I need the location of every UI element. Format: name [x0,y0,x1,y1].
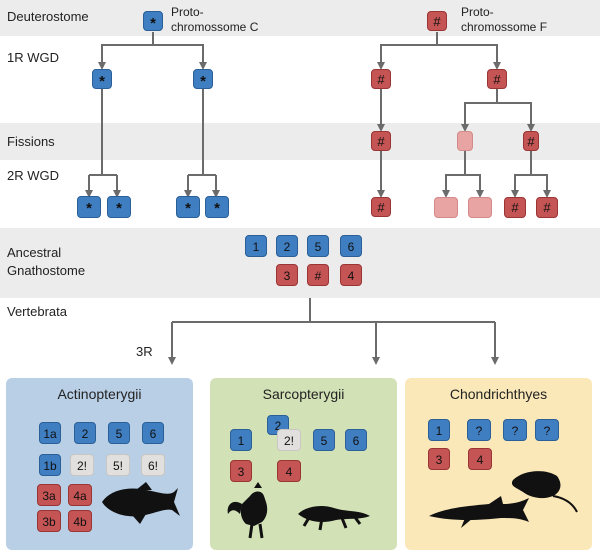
chondr-box-4: 4 [468,448,492,470]
proto-f-label-1: Proto- [461,5,494,19]
c-1r-box-right: * [193,69,213,90]
actinopterygii-title: Actinopterygii [57,386,142,402]
ancestral-box-1: 1 [245,235,267,257]
ancestral-box-hash: # [307,264,329,286]
chondr-box-1: 1 [428,419,450,441]
fissions-band [0,123,600,160]
c-2r-box-2: * [107,196,131,218]
label-1r-wgd: 1R WGD [7,50,59,65]
ancestral-box-6: 6 [340,235,362,257]
actino-box-6-excl: 6! [141,454,165,476]
proto-f-label-2: chromossome F [461,20,548,34]
f-2r-box-pink-1 [434,197,458,218]
chondr-box-3: 3 [428,448,450,470]
chondr-box-q3: ? [535,419,559,441]
label-gnathostome: Gnathostome [7,263,86,278]
f-2r-box-1: # [371,197,391,217]
f-fission-box-pink [457,131,473,151]
deuterostome-band [0,0,600,36]
sarco-box-2-excl: 2! [277,429,301,451]
ancestral-box-2: 2 [276,235,298,257]
label-vertebrata: Vertebrata [7,304,67,319]
label-ancestral: Ancestral [7,245,62,260]
sarcopterygii-panel: Sarcopterygii 1 2 2! 5 6 3 4 [210,378,397,550]
c-2r-box-3: * [176,196,200,218]
ancestral-box-5: 5 [307,235,329,257]
label-deuterostome: Deuterostome [7,9,89,24]
label-fissions: Fissions [7,134,55,149]
sarco-box-1: 1 [230,429,252,451]
f-2r-box-3: # [536,197,558,218]
ancestral-box-3: 3 [276,264,298,286]
actino-box-1b: 1b [39,454,61,476]
sarcopterygii-title: Sarcopterygii [262,386,345,402]
actino-box-3b: 3b [37,510,61,532]
ancestral-box-4: 4 [340,264,362,286]
c-1r-box-left: * [92,69,112,90]
actino-box-2-excl: 2! [70,454,94,476]
sarco-box-6: 6 [345,429,367,451]
c-2r-box-1: * [77,196,101,218]
c-2r-box-4: * [205,196,229,218]
f-2r-box-2: # [504,197,526,218]
actinopterygii-panel: Actinopterygii 1a 2 5 6 1b 2! 5! 6! 3a 4… [6,378,193,550]
actino-box-4b: 4b [68,510,92,532]
proto-c-label-2: chromossome C [171,20,259,34]
chondrichthyes-panel: Chondrichthyes 1 ? ? ? 3 4 [405,378,592,550]
f-fission-box-right: # [523,131,539,151]
label-3r: 3R [136,344,153,359]
actino-box-5-excl: 5! [106,454,130,476]
actino-box-5: 5 [108,422,130,444]
chondr-box-q2: ? [503,419,527,441]
stingray-silhouette-icon [511,471,578,513]
proto-f-box: # [427,11,447,31]
actino-box-1a: 1a [39,422,61,444]
sarco-box-4: 4 [277,460,301,482]
fish-silhouette-icon [102,482,180,524]
shark-silhouette-icon [429,496,529,528]
chondrichthyes-title: Chondrichthyes [449,386,548,402]
actino-box-2: 2 [74,422,96,444]
ancestral-band [0,228,600,298]
chondr-box-q1: ? [467,419,491,441]
sarco-box-3: 3 [230,460,252,482]
rooster-silhouette-icon [227,482,268,539]
f-2r-box-pink-2 [468,197,492,218]
sarco-box-5: 5 [313,429,335,451]
f-1r-box-left: # [371,69,391,89]
proto-c-box: * [143,11,163,32]
salamander-silhouette-icon [298,506,370,531]
proto-c-label-1: Proto- [171,5,204,19]
actino-box-3a: 3a [37,484,61,506]
actino-box-6: 6 [142,422,164,444]
f-1r-box-right: # [487,69,507,89]
label-2r-wgd: 2R WGD [7,168,59,183]
actino-box-4a: 4a [68,484,92,506]
f-fission-box-left: # [371,131,391,151]
